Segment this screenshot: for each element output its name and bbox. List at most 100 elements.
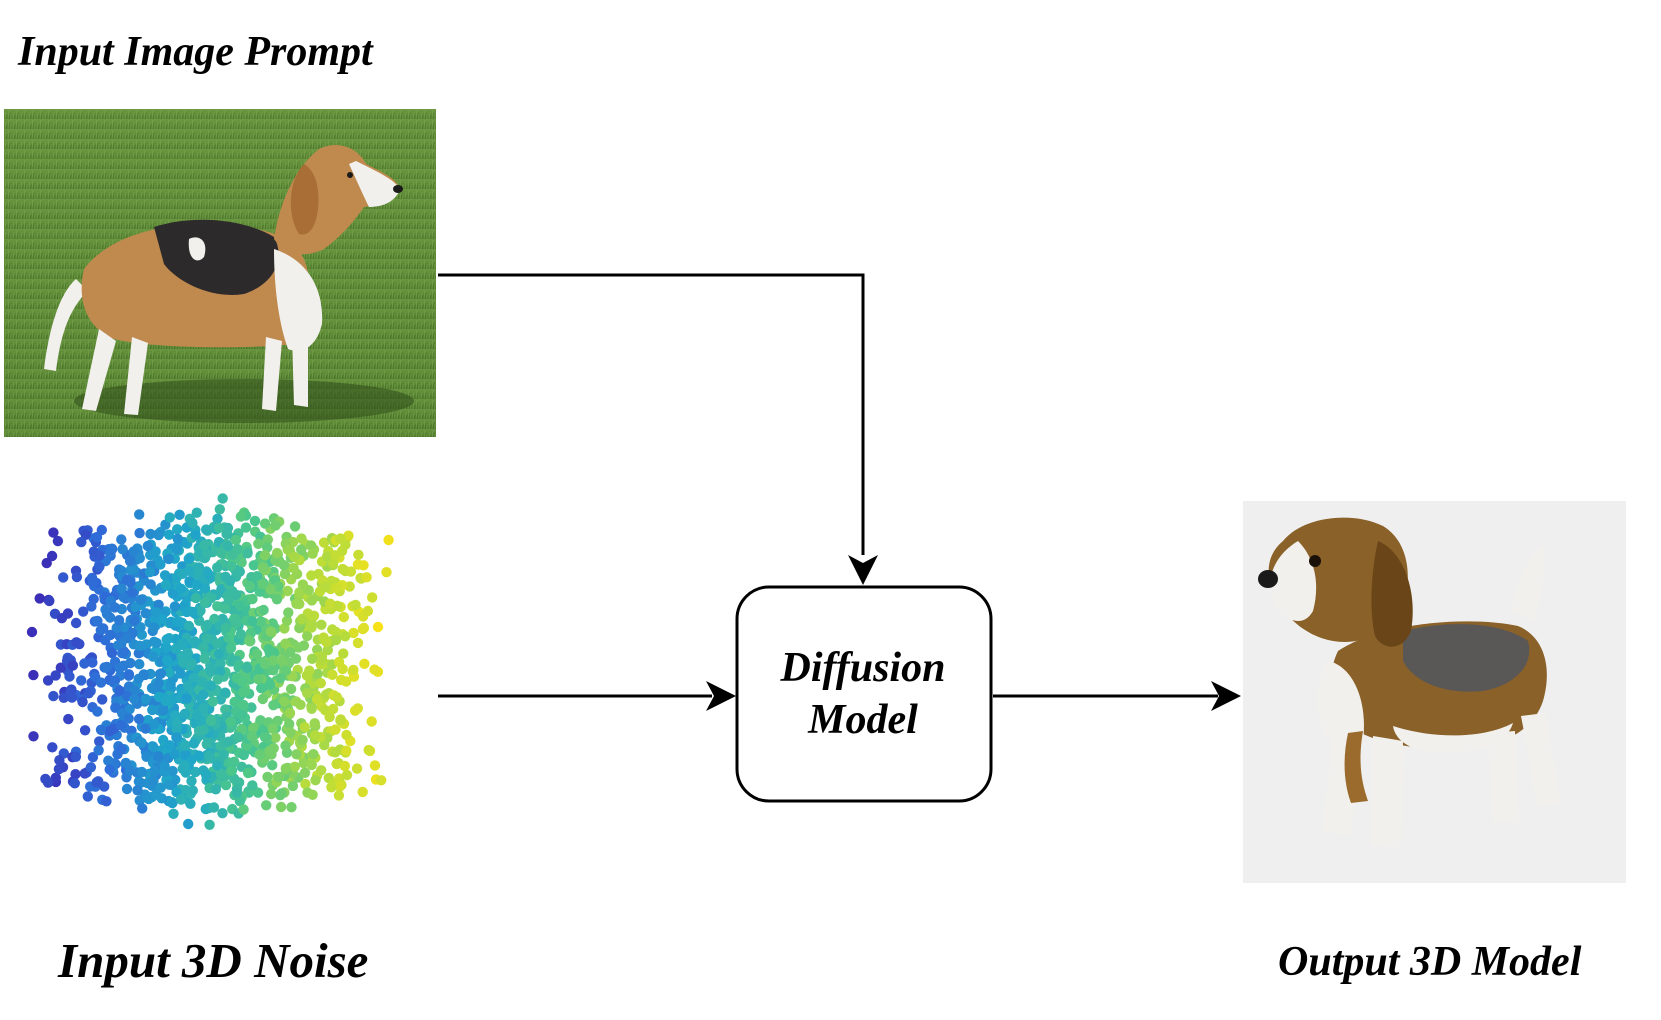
noise-point — [315, 678, 326, 689]
noise-point — [56, 613, 68, 624]
noise-point — [307, 548, 318, 559]
noise-point — [213, 522, 224, 534]
noise-point — [95, 625, 107, 636]
noise-point — [339, 760, 350, 772]
noise-point — [74, 638, 85, 650]
noise-point — [191, 507, 202, 518]
noise-point — [306, 759, 317, 771]
noise-point — [316, 619, 327, 630]
noise-point — [285, 727, 296, 738]
noise-point — [147, 651, 159, 662]
noise-point — [223, 594, 234, 605]
noise-point — [271, 594, 283, 605]
noise-point — [133, 776, 145, 787]
noise-point — [257, 693, 268, 705]
noise-point — [147, 741, 159, 752]
noise-point — [237, 709, 248, 720]
noise-point — [301, 670, 313, 681]
noise-point — [153, 529, 164, 541]
noise-point — [94, 736, 105, 747]
noise-point — [296, 544, 307, 555]
noise-point — [270, 732, 281, 743]
noise-point — [349, 705, 361, 716]
noise-point — [223, 736, 234, 747]
noise-point — [331, 692, 343, 703]
noise-point — [334, 781, 345, 792]
noise-point — [157, 705, 169, 716]
noise-point — [164, 667, 175, 678]
noise-point — [28, 731, 39, 742]
noise-point — [351, 763, 363, 774]
noise-point — [140, 693, 151, 705]
noise-point — [271, 547, 283, 559]
noise-point — [42, 675, 54, 686]
noise-point — [330, 634, 342, 646]
noise-point — [181, 693, 192, 704]
noise-point — [353, 549, 364, 560]
noise-point — [151, 637, 162, 649]
noise-point — [234, 796, 246, 807]
noise-point — [333, 790, 345, 801]
noise-point — [187, 517, 198, 529]
noise-point — [214, 504, 225, 515]
noise-point — [167, 797, 178, 809]
noise-point — [252, 787, 264, 798]
noise-point — [247, 722, 259, 734]
noise-point — [205, 680, 216, 692]
noise-point — [134, 509, 145, 520]
input-image-label: Input Image Prompt — [18, 29, 373, 75]
noise-point — [318, 632, 329, 643]
noise-point — [244, 636, 255, 647]
noise-point — [182, 680, 194, 691]
noise-point — [231, 589, 242, 601]
noise-point — [93, 745, 104, 756]
noise-point — [289, 521, 301, 532]
noise-point — [202, 548, 213, 559]
noise-point — [153, 599, 164, 610]
noise-point — [350, 599, 361, 611]
noise-point — [91, 531, 103, 543]
noise-point — [251, 648, 263, 660]
noise-point — [101, 661, 113, 673]
noise-point — [291, 598, 302, 609]
noise-point — [116, 583, 127, 594]
noise-point — [134, 659, 145, 670]
noise-point — [113, 615, 125, 626]
noise-point — [253, 538, 264, 549]
noise-point — [338, 611, 349, 623]
noise-point — [258, 604, 269, 616]
noise-point — [135, 594, 146, 605]
noise-point — [362, 605, 374, 617]
noise-point — [335, 715, 346, 726]
noise-point — [104, 725, 115, 737]
noise-point — [198, 724, 209, 736]
noise-point — [94, 561, 105, 572]
noise-point — [79, 725, 91, 736]
noise-point — [268, 665, 279, 676]
noise-point — [306, 595, 317, 606]
noise-point — [201, 524, 212, 535]
noise-point — [145, 549, 156, 561]
noise-point — [267, 760, 278, 771]
noise-point — [126, 564, 137, 575]
noise-point — [121, 783, 133, 795]
noise-point — [260, 658, 271, 670]
noise-point — [212, 638, 223, 649]
noise-point — [383, 534, 394, 546]
noise-point — [311, 694, 323, 705]
noise-point — [188, 738, 200, 749]
noise-point — [215, 769, 227, 780]
noise-point — [133, 713, 145, 725]
noise-point — [217, 808, 228, 819]
noise-point — [190, 529, 201, 541]
noise-point — [125, 657, 136, 669]
noise-point — [213, 648, 225, 660]
noise-point — [137, 803, 148, 814]
noise-point — [190, 766, 201, 778]
noise-point — [153, 678, 164, 689]
input-noise-label: Input 3D Noise — [58, 933, 369, 988]
noise-point — [208, 802, 220, 813]
noise-point — [316, 651, 328, 662]
noise-point — [174, 509, 185, 520]
noise-point — [176, 794, 187, 805]
